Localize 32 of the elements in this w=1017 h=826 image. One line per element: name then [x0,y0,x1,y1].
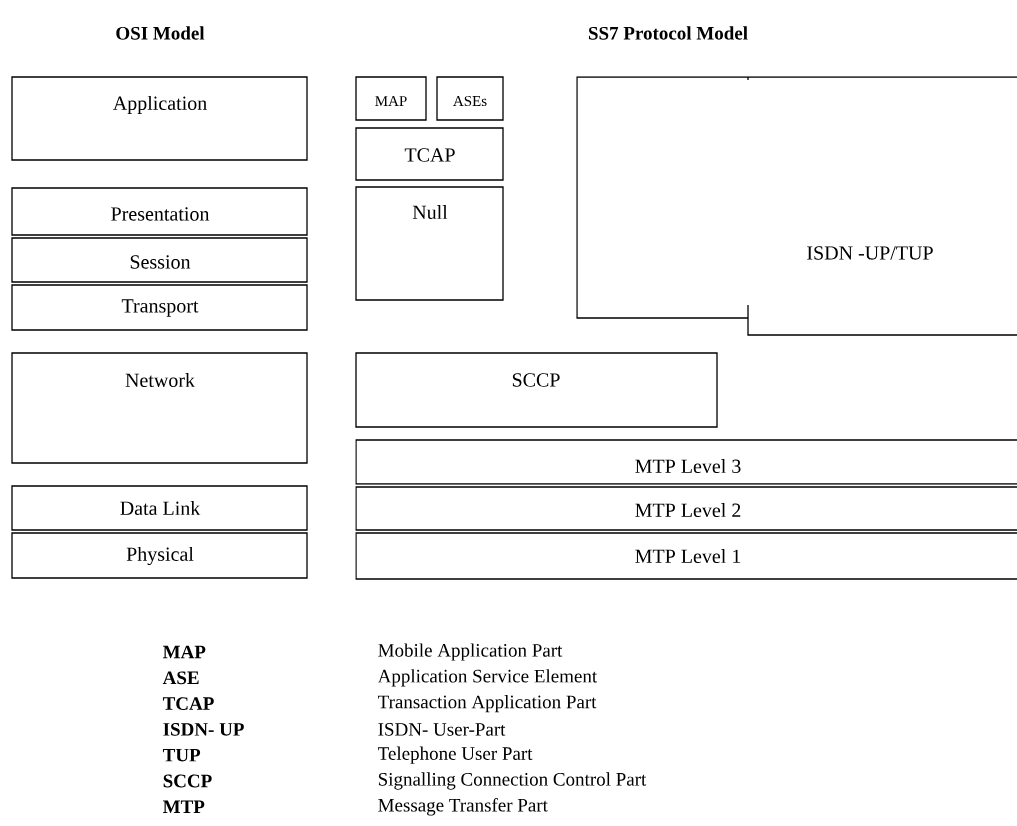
definition: Application Service Element [377,669,598,687]
abbreviation: ASE [162,671,199,685]
abbreviation: ISDN- UP [163,723,244,736]
definition: Transaction Application Part [378,695,597,713]
layer-block: ISDN -UP/TUP [576,76,1017,336]
layer-box: MTP Level 2 [355,486,1017,531]
layer-box: Session [11,237,308,283]
layer-box: MAP [355,76,427,121]
abbreviation: MTP [163,800,205,813]
definition: Message Transfer Part [378,798,548,816]
layer-box: Transport [11,284,308,331]
layer-box: MTP Level 3 [355,439,1017,485]
column-heading: SS7 Protocol Model [588,26,748,40]
abbreviation: MAP [163,645,206,659]
definition: Telephone User Part [378,746,533,764]
layer-box: ASEs [436,76,504,121]
definition: Mobile Application Part [378,643,563,661]
layer-box: Presentation [11,187,308,236]
abbreviation: TUP [162,748,201,762]
layer-box: Data Link [11,485,308,531]
layer-box: SCCP [355,352,718,428]
abbreviation: SCCP [163,774,212,788]
column-heading: OSI Model [116,26,205,40]
layer-box: Network [11,352,308,464]
definition: ISDN- User-Part [378,723,506,736]
layer-box: Physical [11,532,308,579]
layer-box: Application [11,76,308,161]
layer-box: Null [355,186,504,301]
abbreviation: TCAP [162,697,214,710]
definition: Signalling Connection Control Part [378,772,647,790]
layer-box: MTP Level 1 [355,532,1017,580]
layer-box: TCAP [355,127,504,181]
